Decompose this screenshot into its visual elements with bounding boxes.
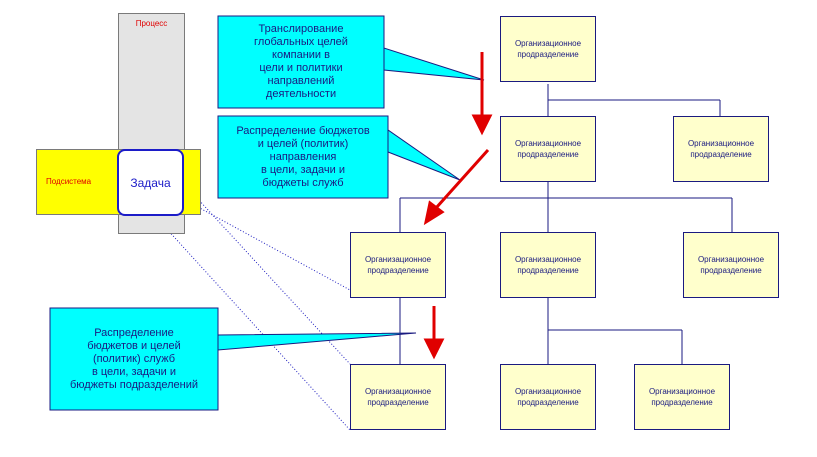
arrow-diagonal-2 [434, 148, 490, 210]
org-node-level2-b[interactable]: Организационное продразделение [673, 116, 769, 182]
process-label: Процесс [135, 19, 168, 28]
callout-tails [217, 47, 485, 351]
org-node-label: Организационное продразделение [514, 255, 582, 275]
org-node-level3-b[interactable]: Организационное продразделение [500, 232, 596, 298]
org-node-label: Организационное продразделение [514, 139, 582, 159]
subsystem-label: Подсистема [46, 177, 92, 186]
callout-text-1: Транслирование глобальных целей компании… [254, 23, 348, 100]
org-node-level4-b[interactable]: Организационное продразделение [500, 364, 596, 430]
dotted-leaders [154, 184, 351, 431]
callout-text-3: Распределение бюджетов и целей (политик)… [69, 326, 199, 391]
callout-box-3 [49, 307, 219, 411]
callout-text-2: Распределение бюджетов и целей (политик)… [236, 124, 370, 189]
tree-connectors [399, 84, 733, 364]
org-node-root[interactable]: Организационное продразделение [500, 16, 596, 82]
arrow-head-3 [423, 338, 445, 360]
org-node-level4-a[interactable]: Организационное продразделение [350, 364, 446, 430]
callout-box-1 [217, 15, 385, 109]
org-node-label: Организационное продразделение [364, 255, 432, 275]
org-node-label: Организационное продразделение [514, 39, 582, 59]
org-node-label: Организационное продразделение [364, 387, 432, 407]
red-arrows [423, 52, 493, 360]
org-node-label: Организационное продразделение [648, 387, 716, 407]
org-node-label: Организационное продразделение [514, 387, 582, 407]
org-node-level2-a[interactable]: Организационное продразделение [500, 116, 596, 182]
callout-box-2 [217, 115, 389, 199]
arrow-head-1 [471, 114, 493, 136]
org-node-level3-a[interactable]: Организационное продразделение [350, 232, 446, 298]
org-node-level4-c[interactable]: Организационное продразделение [634, 364, 730, 430]
task-box[interactable]: Задача [117, 149, 184, 216]
org-node-level3-c[interactable]: Организационное продразделение [683, 232, 779, 298]
arrow-head-2 [423, 200, 445, 226]
org-node-label: Организационное продразделение [697, 255, 765, 275]
org-node-label: Организационное продразделение [687, 139, 755, 159]
